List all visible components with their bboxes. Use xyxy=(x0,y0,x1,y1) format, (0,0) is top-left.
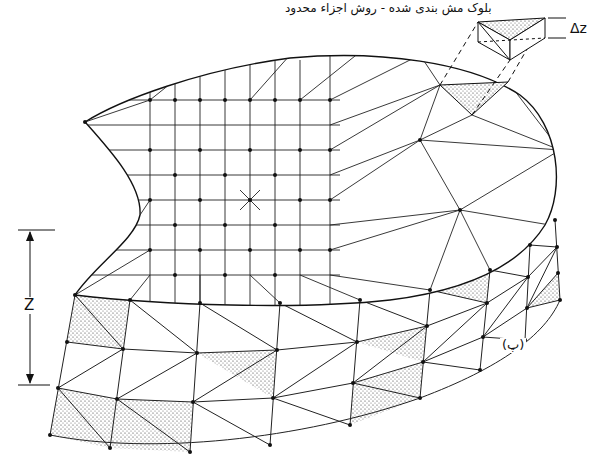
dimension-lines xyxy=(18,18,566,385)
figure-label: (پ) xyxy=(500,338,526,353)
selected-element xyxy=(440,82,508,115)
dimension-label: Δz xyxy=(568,20,589,36)
figure-title: بلوک مش بندی شده - روش اجزاء محدود xyxy=(283,2,494,16)
block-surface xyxy=(75,56,556,306)
surface-mesh xyxy=(75,50,560,310)
inset-element xyxy=(440,18,545,115)
dimension-label: Z xyxy=(22,297,36,314)
surface-nodes xyxy=(73,98,557,305)
